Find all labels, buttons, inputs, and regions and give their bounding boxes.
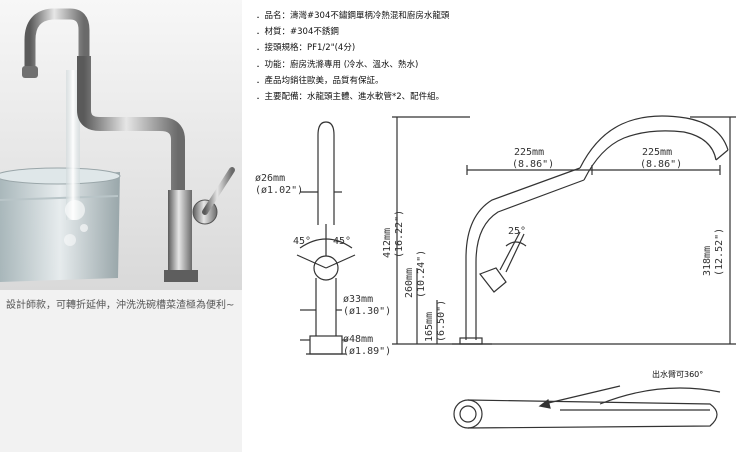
arm-length-1-inch-label: (8.86") — [512, 159, 554, 170]
neck-diameter-inch-label: (ø1.30") — [343, 306, 391, 317]
top-view — [453, 385, 721, 429]
body-diameter-inch-label: (ø1.02") — [255, 185, 303, 196]
total-height-label: 412mm — [382, 228, 393, 258]
body-diameter-label: ø26mm — [255, 173, 285, 184]
body-height-label: 165mm — [424, 312, 435, 342]
body-height-inch-label: (6.50") — [436, 300, 447, 342]
lever-height-label: 260mm — [404, 268, 415, 298]
base-diameter-label: ø48mm — [343, 334, 373, 345]
arm-length-2-inch-label: (8.86") — [640, 159, 682, 170]
lever-height-inch-label: (10.24") — [416, 250, 427, 298]
technical-drawing: ø26mm (ø1.02") 45° 45° ø33mm (ø1.30") ø4… — [255, 115, 736, 429]
angle-right-label: 45° — [333, 236, 351, 247]
side-view — [392, 115, 736, 345]
base-diameter-inch-label: (ø1.89") — [343, 346, 391, 357]
spec-material: ．材質：#304不銹鋼 — [256, 27, 339, 38]
arm-length-2-label: 225mm — [642, 147, 672, 158]
spec-list: ．品名：濤灣#304不鏽鋼單柄冷熱混和廚房水龍頭 ．材質：#304不銹鋼 ．接頭… — [256, 8, 449, 105]
spec-accessories: ．主要配備：水龍頭主體、進水軟管*2、配件組。 — [256, 92, 445, 103]
angle-left-label: 45° — [293, 236, 311, 247]
spec-quality: ．產品均銷往歐美，品質有保証。 — [256, 75, 384, 86]
arm-length-1-label: 225mm — [514, 147, 544, 158]
front-view — [296, 121, 356, 355]
lever-angle-label: 25° — [508, 226, 526, 237]
photo-caption: 設計師款，可轉折延伸，沖洗洗碗槽菜渣極為便利~ — [6, 300, 235, 311]
spec-name: ．品名：濤灣#304不鏽鋼單柄冷熱混和廚房水龍頭 — [256, 11, 450, 21]
neck-diameter-label: ø33mm — [343, 294, 373, 305]
product-photo-panel: 設計師款，可轉折延伸，沖洗洗碗槽菜渣極為便利~ — [0, 0, 242, 452]
spout-height-inch-label: (12.52") — [714, 228, 725, 276]
rotation-note: 出水臂可360° — [652, 369, 703, 379]
faucet-photo — [0, 0, 242, 290]
total-height-inch-label: (16.22") — [394, 210, 405, 258]
spec-connector: ．接頭規格：PF1/2"(4分) — [256, 43, 356, 54]
spout-height-label: 318mm — [702, 246, 713, 276]
spec-function: ．功能：廚房洗滌專用 (冷水、溫水、熱水) — [256, 59, 419, 70]
